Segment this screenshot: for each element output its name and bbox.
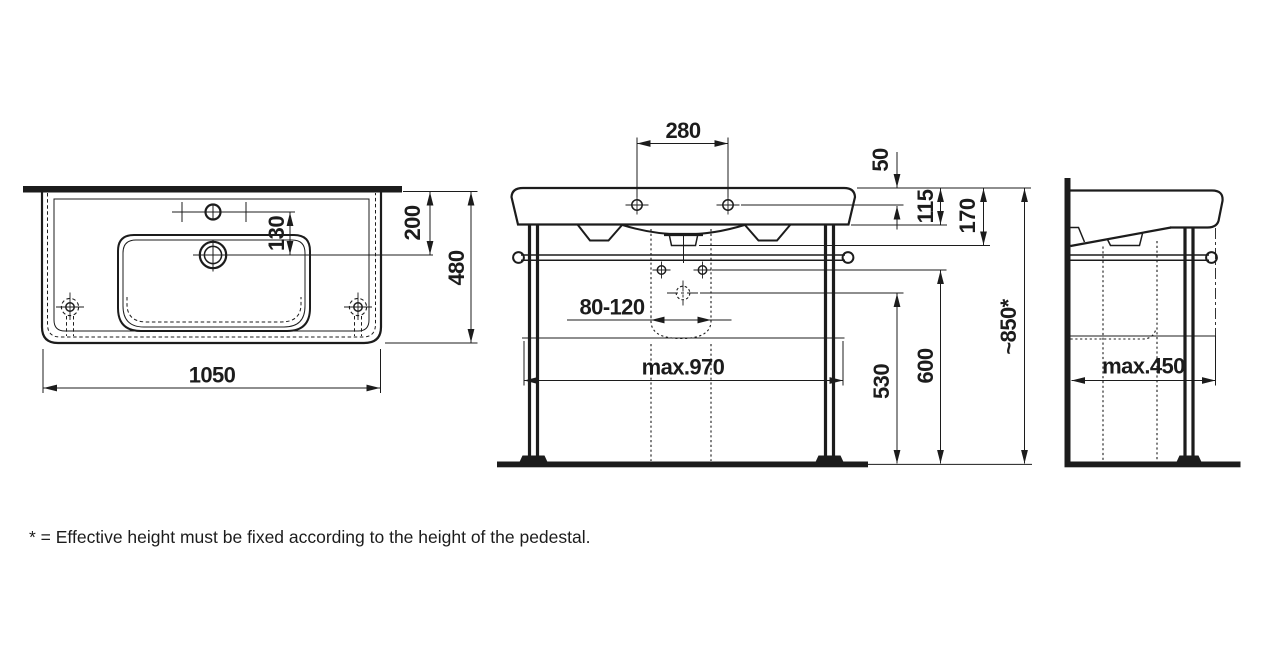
bowl-bottom-dashed: [126, 297, 302, 323]
drain-icon: [193, 239, 433, 272]
leg-foot-right: [815, 455, 844, 462]
footnote: * = Effective height must be fixed accor…: [29, 527, 591, 547]
trap-fitting-side: [1106, 233, 1144, 247]
drain-pipe-dashed-side: [1070, 241, 1158, 461]
dim-label-115: 115: [913, 189, 938, 223]
underside-contour: [576, 223, 792, 263]
dim-top-to-trap: 170: [955, 188, 987, 245]
dim-drain-setback: 200: [400, 191, 478, 255]
wall-line: [1064, 178, 1071, 467]
basin-rim-dashed: [47, 193, 376, 338]
bowl-rim: [122, 239, 306, 328]
dim-label-170: 170: [955, 198, 980, 233]
rail-end-right: [841, 251, 855, 264]
dim-label-max970: max.970: [642, 355, 725, 380]
basin-underside-slant: [1070, 226, 1172, 248]
dim-tap-to-drain: 130: [264, 212, 294, 255]
underside-pocket-side: [1070, 226, 1086, 243]
dim-label-280: 280: [666, 118, 701, 143]
drain-outlet-icon: [667, 280, 699, 306]
leg-foot-side: [1176, 455, 1202, 462]
trap-bend-dashed: [650, 316, 712, 340]
dim-label-80-120: 80-120: [580, 295, 645, 320]
dim-max-frame-width: max.970: [523, 341, 844, 386]
towel-rail: [512, 251, 855, 264]
towel-rail-side: [1070, 251, 1218, 264]
bowl-outline: [117, 234, 311, 332]
underside-pocket-left: [576, 223, 624, 242]
dim-overall-height: ~850*: [996, 188, 1028, 464]
rail-end-side: [1205, 251, 1218, 264]
drain-fixing-hole-icon-right: [693, 261, 712, 279]
dim-depth: 480: [385, 192, 478, 344]
basin-side-outline: [1070, 189, 1224, 229]
dim-label-850: ~850*: [996, 298, 1021, 354]
dim-trap-height: 530: [869, 293, 901, 464]
basin-front-outline: [510, 186, 857, 226]
dim-label-130: 130: [264, 216, 289, 251]
dim-label-480: 480: [444, 250, 469, 285]
floor-line: [497, 461, 868, 468]
fixing-hole-icon-left: [625, 195, 649, 215]
drain-fixing-hole-icon-left: [652, 261, 671, 279]
dim-label-max450: max.450: [1102, 354, 1185, 379]
dim-fixing-height: 600: [913, 270, 944, 464]
dim-apron-height: 115: [913, 188, 944, 225]
side-view: max.450: [1064, 178, 1241, 468]
underside-pocket-right: [743, 223, 792, 242]
dim-drain-range: 80-120: [567, 295, 732, 324]
dim-label-600: 600: [913, 348, 938, 383]
fixing-hole-icon-right: [716, 195, 740, 215]
dim-label-50: 50: [868, 148, 893, 172]
floor-line-side: [1064, 461, 1241, 468]
dim-fixing-hole-spacing: 280: [636, 118, 729, 197]
dim-label-530: 530: [869, 364, 894, 399]
drain-pipe-dashed: [650, 229, 712, 461]
front-view: 280 50 115 170 ~850* 600 530: [497, 118, 1032, 468]
top-view: 130 200 480 1050: [23, 186, 478, 393]
basin-inner-edge: [53, 198, 370, 332]
dim-max-depth: max.450: [1071, 354, 1216, 384]
frame-legs-side: [1176, 227, 1202, 462]
basin-outline: [40, 192, 383, 345]
dim-top-to-tap: 50: [868, 148, 901, 230]
rail-end-left: [512, 251, 525, 264]
leg-foot-left: [519, 455, 548, 462]
dim-label-200: 200: [400, 205, 425, 240]
mounting-hole-icon-left: [56, 292, 84, 336]
dim-label-1050: 1050: [189, 363, 236, 388]
frame-legs: [519, 224, 844, 462]
wall-edge-bar: [23, 186, 402, 193]
dim-width: 1050: [42, 349, 381, 393]
tap-hole-icon: [172, 202, 295, 222]
mounting-hole-icon-right: [344, 292, 372, 336]
